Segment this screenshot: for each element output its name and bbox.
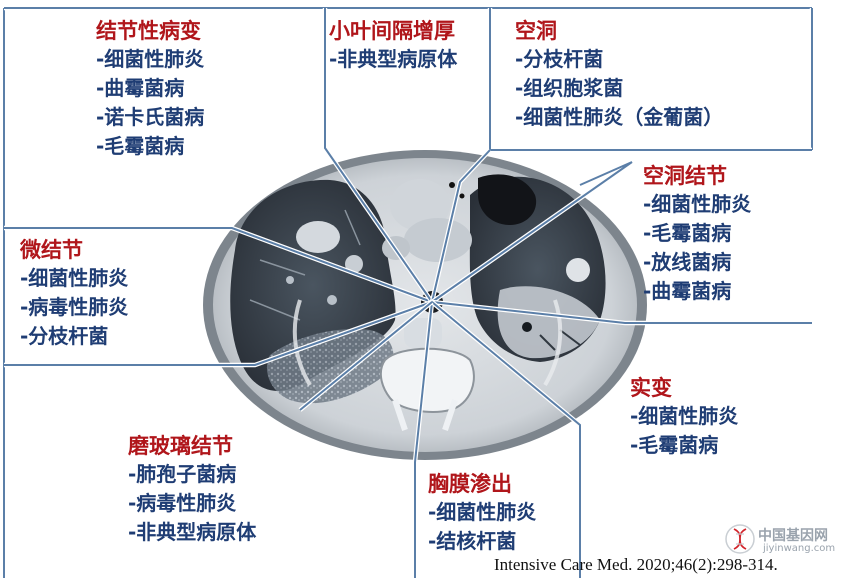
list-item: -病毒性肺炎 <box>128 491 237 515</box>
list-item: -细菌性肺炎（金葡菌） <box>515 105 724 129</box>
spoke-ground-glass <box>431 301 581 578</box>
section-cavitary-nodule: 空洞结节 -细菌性肺炎 -毛霉菌病 -放线菌病 -曲霉菌病 <box>643 162 751 306</box>
watermark: 中国基因网 jiyinwang.com <box>725 523 843 557</box>
section-title: 磨玻璃结节 <box>128 434 233 458</box>
list-item: -分枝杆菌 <box>20 324 109 348</box>
section-title: 结节性病变 <box>96 19 201 43</box>
list-item: -非典型病原体 <box>329 47 458 71</box>
spine <box>292 299 563 431</box>
list-item: -结核杆菌 <box>428 529 517 553</box>
section-nodular-lesion: 结节性病变 -细菌性肺炎 -曲霉菌病 -诺卡氏菌病 -毛霉菌病 <box>96 17 204 161</box>
spoke-micronodule <box>4 301 433 366</box>
watermark-text: 中国基因网 <box>758 528 828 544</box>
list-item: -细菌性肺炎 <box>20 266 129 290</box>
section-interlobular-septal-thickening: 小叶间隔增厚 -非典型病原体 <box>329 17 457 74</box>
spoke-cavitary-nodule <box>431 161 633 303</box>
list-item: -分枝杆菌 <box>515 47 604 71</box>
list-item: -放线菌病 <box>643 250 732 274</box>
spoke-consolidation <box>431 301 812 324</box>
section-title: 空洞结节 <box>643 164 727 188</box>
section-consolidation: 实变 -细菌性肺炎 -毛霉菌病 <box>630 374 738 460</box>
spoke-nodular <box>4 227 433 303</box>
section-title: 胸膜渗出 <box>428 472 512 496</box>
section-pleural-effusion: 胸膜渗出 -细菌性肺炎 -结核杆菌 <box>428 470 536 556</box>
list-item: -细菌性肺炎 <box>428 500 537 524</box>
section-title: 空洞 <box>515 19 557 43</box>
section-cavity: 空洞 -分枝杆菌 -组织胞浆菌 -细菌性肺炎（金葡菌） <box>515 17 723 132</box>
list-item: -毛霉菌病 <box>630 433 719 457</box>
list-item: -诺卡氏菌病 <box>96 105 205 129</box>
list-item: -细菌性肺炎 <box>96 47 205 71</box>
spoke-nodular-top <box>324 8 433 303</box>
list-item: -毛霉菌病 <box>643 221 732 245</box>
section-title: 实变 <box>630 376 672 400</box>
spoke-cavity-hub <box>431 149 491 303</box>
list-item: -毛霉菌病 <box>96 134 185 158</box>
list-item: -病毒性肺炎 <box>20 295 129 319</box>
dna-helix-icon <box>725 524 755 554</box>
list-item: -肺孢子菌病 <box>128 462 237 486</box>
section-ground-glass-nodule: 磨玻璃结节 -肺孢子菌病 -病毒性肺炎 -非典型病原体 <box>128 432 256 547</box>
section-title: 小叶间隔增厚 <box>329 19 455 43</box>
list-item: -曲霉菌病 <box>643 279 732 303</box>
citation: Intensive Care Med. 2020;46(2):298-314. <box>494 555 778 574</box>
list-item: -细菌性肺炎 <box>643 192 752 216</box>
section-micronodule: 微结节 -细菌性肺炎 -病毒性肺炎 -分枝杆菌 <box>20 236 128 351</box>
connector-lines <box>1 5 815 578</box>
spoke-ground-glass-left <box>299 301 433 411</box>
list-item: -曲霉菌病 <box>96 76 185 100</box>
list-item: -非典型病原体 <box>128 520 257 544</box>
section-title: 微结节 <box>20 238 83 262</box>
spoke-pleural <box>414 301 433 578</box>
list-item: -细菌性肺炎 <box>630 404 739 428</box>
list-item: -组织胞浆菌 <box>515 76 624 100</box>
watermark-url: jiyinwang.com <box>763 543 836 554</box>
